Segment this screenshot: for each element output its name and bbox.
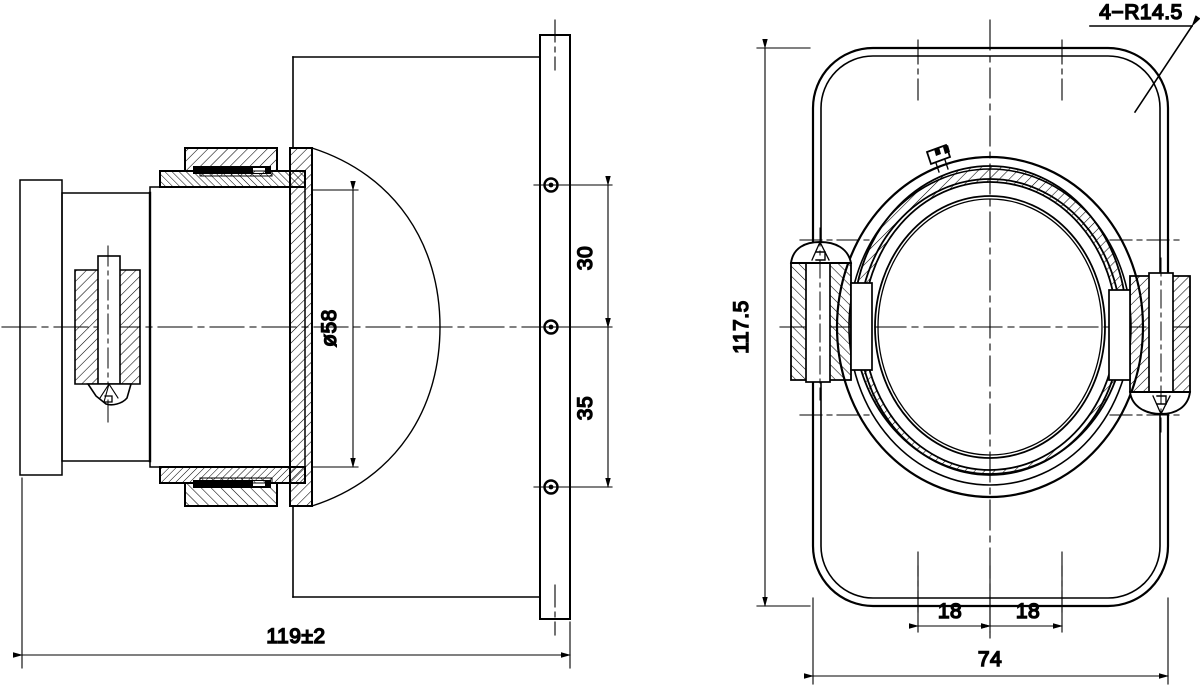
left-section-view: ø58 30 35 119±2 <box>1 19 613 669</box>
dim-label-74: 74 <box>978 648 1002 671</box>
dimension-overall-length: 119±2 <box>13 477 571 669</box>
right-front-view: 4−R14.5 117.5 18 18 74 <box>729 0 1200 685</box>
set-screw-fastener <box>74 245 141 423</box>
dim-label-35: 35 <box>574 396 597 420</box>
dim-label-117-5: 117.5 <box>730 300 753 354</box>
bracket-screw-left <box>789 227 873 401</box>
bracket-screw-right <box>1108 257 1192 433</box>
leader-note-corner-radius: 4−R14.5 <box>1089 0 1200 114</box>
clamp-tab-detail <box>925 143 952 173</box>
lens-aperture-circle <box>877 198 1103 456</box>
dimension-bore-diameter: ø58 <box>311 181 359 468</box>
mounting-hole-mid <box>533 319 613 335</box>
dim-label-18-left: 18 <box>938 600 962 623</box>
mounting-hole-top <box>533 177 613 193</box>
dim-label-30: 30 <box>574 246 597 270</box>
dimension-hole-spacing-lower: 35 <box>573 318 611 488</box>
dimension-hole-spacing-upper: 30 <box>573 176 611 328</box>
dim-label-18-right: 18 <box>1016 600 1040 623</box>
mounting-hole-bottom <box>533 479 613 495</box>
note-label-4-R14-5: 4−R14.5 <box>1099 1 1182 24</box>
lower-locknut-hatch <box>159 466 306 507</box>
dome-shell-wall <box>289 147 313 507</box>
dome-outline <box>292 56 541 598</box>
dim-label-bore-diameter: ø58 <box>318 309 341 347</box>
upper-locknut-hatch <box>159 147 306 188</box>
dimension-bracket-height: 117.5 <box>729 39 811 607</box>
dim-label-overall-length: 119±2 <box>266 625 325 648</box>
dimension-slot-offsets: 18 18 <box>909 565 1063 633</box>
dimension-bracket-width: 74 <box>804 597 1169 685</box>
